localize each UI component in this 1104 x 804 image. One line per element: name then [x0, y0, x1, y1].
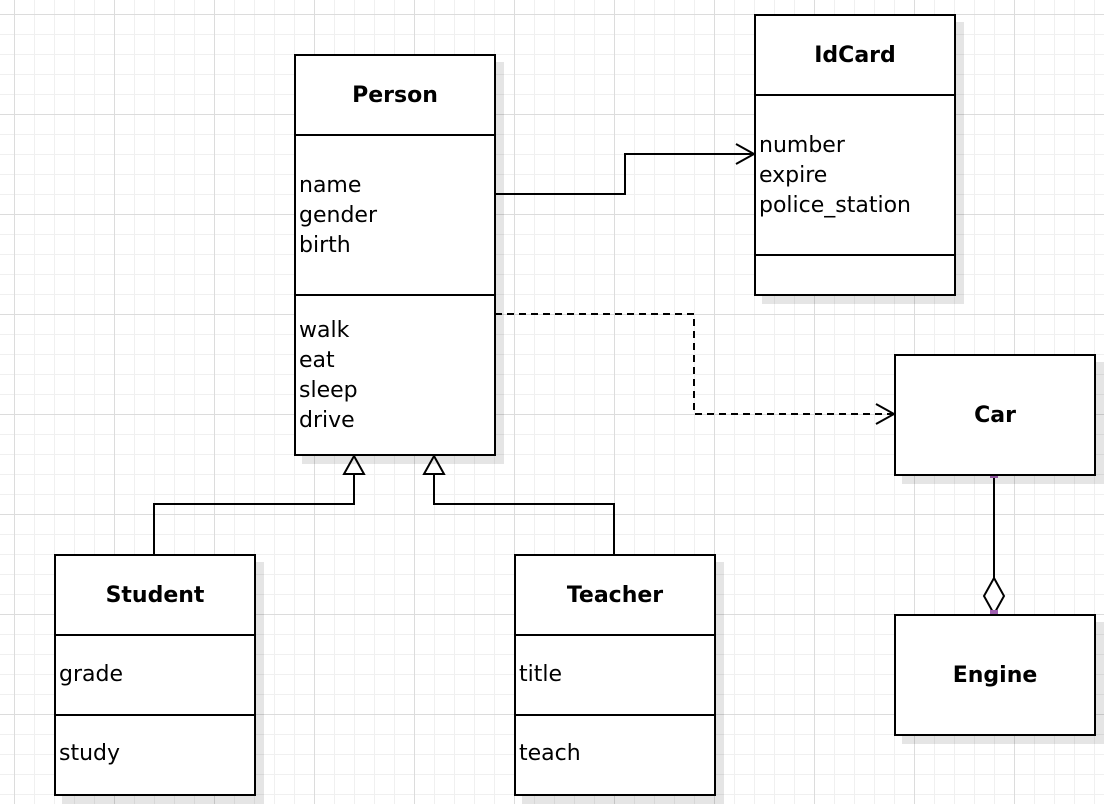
attribute-title: title — [519, 662, 563, 687]
class-teacher[interactable]: Teacher title teach — [514, 554, 716, 796]
class-student-operations: study — [56, 716, 254, 794]
class-idcard[interactable]: IdCard number expire police_station — [754, 14, 956, 296]
operation-drive: drive — [299, 408, 355, 433]
association-person-idcard[interactable] — [495, 143, 757, 195]
operation-study: study — [59, 741, 121, 766]
generalization-teacher-person[interactable] — [422, 453, 615, 554]
class-car-name: Car — [974, 402, 1016, 428]
attribute-grade: grade — [59, 662, 123, 687]
class-teacher-attributes: title — [516, 636, 714, 716]
class-student-attributes: grade — [56, 636, 254, 716]
dependency-person-car[interactable] — [495, 313, 897, 425]
class-idcard-name: IdCard — [756, 16, 954, 96]
class-idcard-attributes: number expire police_station — [756, 96, 954, 256]
generalization-student-person[interactable] — [153, 453, 366, 554]
class-engine-name: Engine — [952, 662, 1038, 688]
class-person-attributes: name gender birth — [296, 136, 494, 296]
class-idcard-operations — [756, 256, 954, 294]
class-person[interactable]: Person name gender birth walk eat sleep … — [294, 54, 496, 456]
operation-sleep: sleep — [299, 378, 358, 403]
attribute-number: number — [759, 133, 845, 158]
class-student[interactable]: Student grade study — [54, 554, 256, 796]
class-student-name: Student — [56, 556, 254, 636]
operation-eat: eat — [299, 348, 335, 373]
class-car[interactable]: Car — [894, 354, 1096, 476]
attribute-gender: gender — [299, 203, 377, 228]
class-teacher-operations: teach — [516, 716, 714, 794]
class-person-operations: walk eat sleep drive — [296, 296, 494, 454]
class-teacher-name: Teacher — [516, 556, 714, 636]
operation-walk: walk — [299, 318, 350, 343]
class-person-name: Person — [296, 56, 494, 136]
attribute-expire: expire — [759, 163, 828, 188]
operation-teach: teach — [519, 741, 581, 766]
aggregation-engine-car[interactable] — [982, 470, 1006, 618]
attribute-name: name — [299, 173, 362, 198]
attribute-birth: birth — [299, 233, 351, 258]
attribute-police-station: police_station — [759, 193, 911, 218]
class-engine[interactable]: Engine — [894, 614, 1096, 736]
